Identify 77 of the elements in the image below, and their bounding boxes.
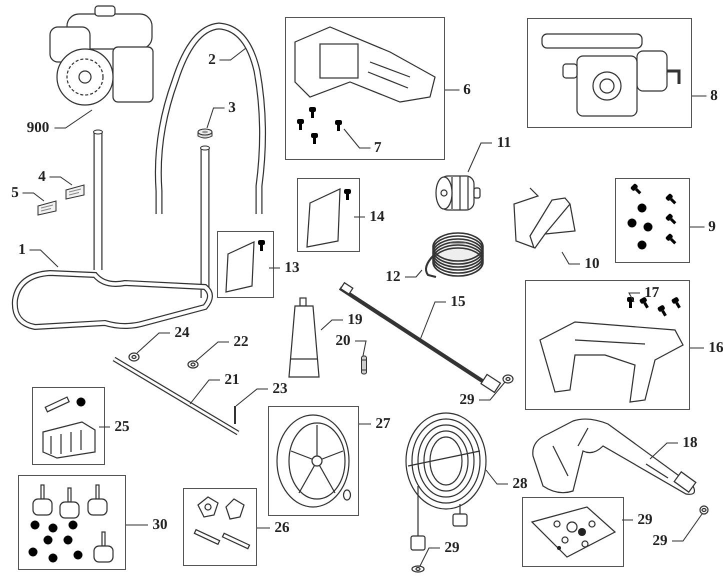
leader-line — [190, 380, 220, 404]
leader-line — [354, 340, 367, 356]
leader-line — [29, 250, 58, 268]
callout-number: 11 — [493, 134, 515, 152]
callout-number: 29 — [456, 391, 478, 409]
leader-line — [196, 342, 230, 362]
callout-number: 28 — [509, 475, 531, 493]
leader-line — [486, 470, 508, 484]
callout-number: 3 — [226, 99, 238, 117]
callout-number: 20 — [332, 332, 354, 350]
leader-line — [628, 292, 640, 302]
leader-line — [98, 426, 110, 428]
leader-line — [690, 226, 705, 228]
leader-line — [236, 388, 268, 406]
cotter-pin-drawing — [232, 405, 238, 425]
callout-number: 8 — [708, 87, 720, 105]
callout-number: 7 — [371, 138, 384, 157]
o-ring-drawing — [411, 565, 425, 573]
callout-number: 22 — [230, 333, 252, 351]
leader-line — [136, 332, 170, 354]
cap-drawing — [197, 128, 213, 140]
parts-panel — [285, 17, 445, 160]
callout-number: 24 — [171, 324, 193, 342]
callout-number: 27 — [372, 415, 394, 433]
spacer-drawing — [128, 352, 140, 362]
leader-line — [219, 48, 246, 60]
pin-drawing — [360, 355, 368, 375]
decal-drawing — [36, 200, 58, 216]
callout-number: 23 — [269, 380, 291, 398]
callout-number: 16 — [705, 339, 723, 357]
screw-drawing — [624, 296, 637, 309]
callout-number: 30 — [149, 516, 171, 534]
leader-line — [404, 270, 422, 278]
leader-line — [468, 142, 492, 172]
leader-line — [354, 216, 366, 218]
callout-number: 14 — [366, 208, 388, 226]
leader-line — [420, 548, 440, 566]
callout-number: 21 — [221, 371, 243, 389]
decal-drawing — [64, 184, 86, 200]
leader-line — [650, 442, 678, 460]
callout-number: 19 — [344, 311, 366, 329]
callout-number: 26 — [271, 519, 293, 537]
screw-drawing — [332, 120, 345, 132]
callout-number: 13 — [281, 259, 303, 277]
leader-line — [22, 192, 44, 202]
callout-number: 17 — [640, 284, 663, 302]
callout-number: 12 — [382, 268, 404, 286]
callout-number: 10 — [581, 255, 603, 273]
callout-number: 29 — [634, 511, 656, 529]
callout-number: 4 — [36, 168, 48, 186]
callout-number: 1 — [16, 241, 28, 259]
bottle-drawing — [287, 297, 321, 380]
callout-number: 900 — [22, 119, 54, 137]
callout-number: 18 — [679, 434, 701, 452]
leader-line — [672, 514, 702, 542]
callout-number: 25 — [111, 418, 133, 436]
callout-number: 9 — [706, 218, 718, 236]
leader-line — [420, 302, 446, 340]
o-ring-drawing — [699, 505, 709, 515]
leader-line — [320, 320, 344, 330]
leader-line — [344, 128, 371, 148]
callout-number: 15 — [447, 293, 469, 311]
callout-number: 29 — [441, 539, 463, 557]
leader-line — [478, 382, 506, 400]
leader-line — [49, 176, 72, 186]
callout-number: 29 — [649, 532, 671, 550]
parts-panel — [525, 280, 690, 410]
parts-panel — [527, 18, 692, 128]
o-ring-drawing — [502, 374, 514, 384]
callout-number: 6 — [460, 81, 474, 99]
callout-number: 2 — [206, 51, 218, 69]
leader-line — [54, 110, 92, 128]
leader-line — [562, 252, 580, 264]
leader-line — [206, 108, 225, 128]
callout-number: 5 — [8, 184, 22, 202]
leader-line — [126, 524, 148, 526]
axle-drawing — [110, 355, 242, 437]
